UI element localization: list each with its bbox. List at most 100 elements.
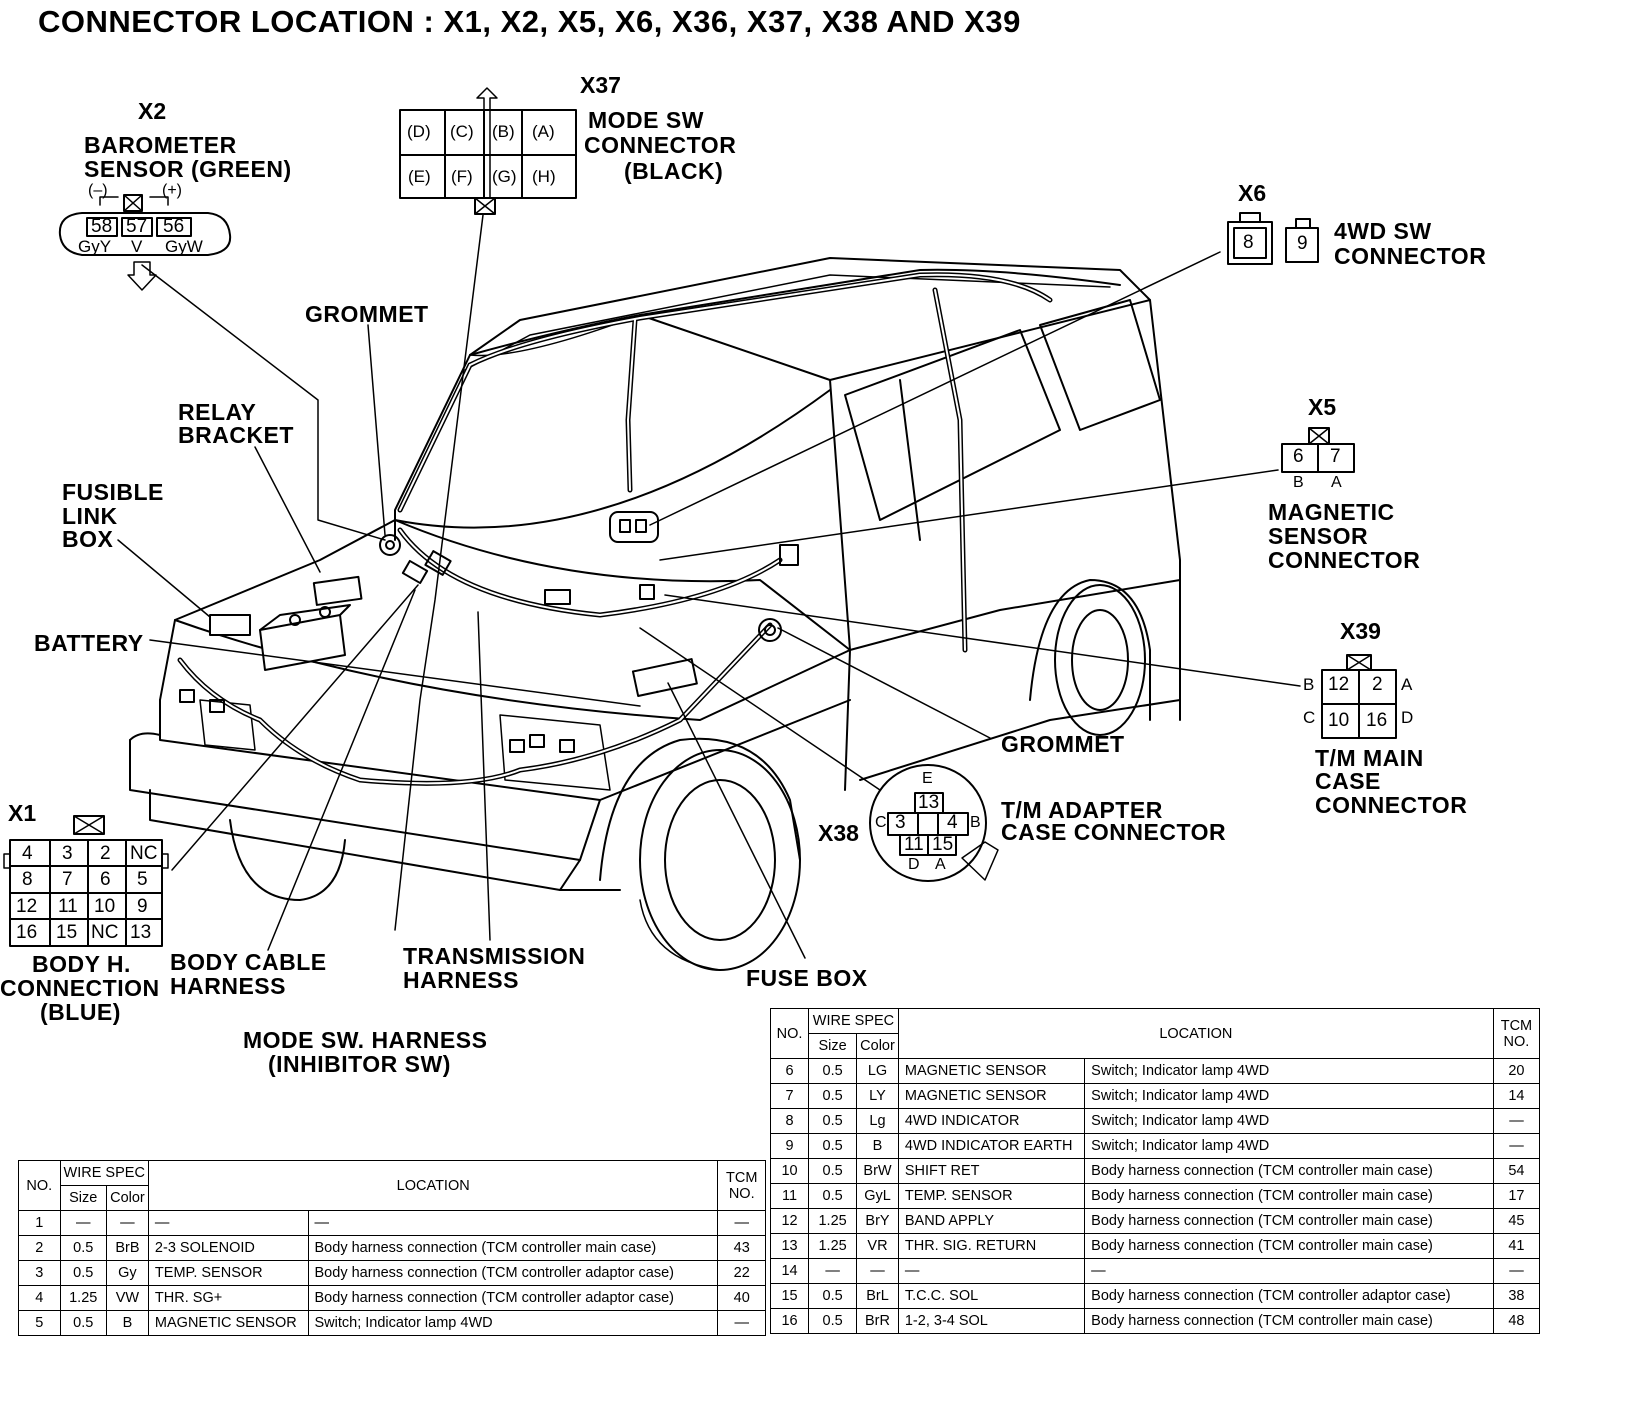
x2-pin-57: 57 [126,216,148,237]
cell-color: GyL [856,1183,899,1209]
cell-size: 0.5 [808,1133,858,1159]
cell-size: 0.5 [808,1283,858,1309]
x37-label-line3: (BLACK) [624,158,724,184]
x38-pin-11: 11 [904,834,924,855]
cell-tcm: — [1492,1108,1541,1134]
cell-location: — [1084,1258,1494,1284]
cell-no: 7 [769,1083,810,1109]
x1-pin-nc-a: NC [130,843,158,864]
x5-letter-a: A [1331,474,1342,491]
cell-no: 6 [769,1058,810,1084]
x37-pin-b: (B) [492,122,515,141]
x38-letter-e: E [922,770,933,787]
cell-size: 0.5 [808,1308,858,1334]
x39-pin-16: 16 [1366,710,1388,731]
callout-transmission-line1: TRANSMISSION [403,943,586,969]
cell-tcm: — [1492,1258,1541,1284]
cell-no: 8 [769,1108,810,1134]
x1-pin-12: 12 [16,896,38,917]
x37-pin-d: (D) [407,122,431,141]
x39-pin-12: 12 [1328,674,1350,695]
col-color: Color [105,1185,149,1211]
callout-grommet-top: GROMMET [305,301,429,327]
x1-pin-13: 13 [130,922,152,943]
cell-no: 10 [769,1158,810,1184]
x2-id: X2 [138,98,167,124]
x39-label-line3: CONNECTOR [1315,792,1468,818]
x5-pin-6: 6 [1293,446,1304,467]
x1-label-line3: (BLUE) [40,999,121,1025]
x6-label-line1: 4WD SW [1334,218,1432,244]
x39-letter-b: B [1303,675,1315,694]
cell-name: TEMP. SENSOR [897,1183,1086,1209]
x2-color-gyy: GyY [78,237,112,256]
x37-label-line2: CONNECTOR [584,132,737,158]
col-location: LOCATION [897,1008,1494,1059]
cell-color: BrR [856,1308,899,1334]
cell-name: MAGNETIC SENSOR [897,1058,1086,1084]
cell-location: Body harness connection (TCM controller … [1084,1208,1494,1234]
x39-letter-d: D [1401,708,1414,727]
cell-size: — [808,1258,858,1284]
callout-body-cable-line2: HARNESS [170,973,286,999]
callout-fusible-line2: LINK [62,503,118,529]
page-title: CONNECTOR LOCATION : X1, X2, X5, X6, X36… [38,4,1021,39]
x38-label-line1: T/M ADAPTER [1001,797,1163,823]
cell-name: 1-2, 3-4 SOL [897,1308,1086,1334]
cell-tcm: 17 [1492,1183,1541,1209]
x38-letter-a: A [935,856,946,873]
x2-color-v: V [131,237,143,256]
x38-letter-c: C [875,814,887,831]
cell-name: BAND APPLY [897,1208,1086,1234]
cell-name: THR. SIG. RETURN [897,1233,1086,1259]
col-no: NO. [769,1008,810,1059]
cell-color: — [856,1258,899,1284]
cell-name: TEMP. SENSOR [147,1260,309,1286]
cell-location: Body harness connection (TCM controller … [307,1260,719,1286]
x38-letter-d: D [908,856,920,873]
cell-no: 16 [769,1308,810,1334]
x1-pin-15: 15 [56,922,78,943]
cell-color: B [856,1133,899,1159]
cell-size: 0.5 [59,1235,107,1261]
x39-letter-a: A [1401,675,1413,694]
x6-id: X6 [1238,180,1267,206]
x39-pin-2: 2 [1372,674,1383,695]
cell-size: 0.5 [808,1158,858,1184]
cell-size: 1.25 [59,1285,107,1311]
callout-mode-harness-line1: MODE SW. HARNESS [243,1027,488,1053]
cell-color: Lg [856,1108,899,1134]
callout-fusible-line1: FUSIBLE [62,479,164,505]
cell-name: 4WD INDICATOR [897,1108,1086,1134]
col-no: NO. [18,1160,61,1211]
callout-fusible-line3: BOX [62,526,114,552]
x1-label-line1: BODY H. [32,951,131,977]
callout-relay-line1: RELAY [178,399,257,425]
cell-location: Switch; Indicator lamp 4WD [1084,1108,1494,1134]
cell-name: THR. SG+ [147,1285,309,1311]
x39-label-line2: CASE [1315,768,1381,794]
callout-mode-harness-line2: (INHIBITOR SW) [268,1051,451,1077]
cell-tcm: — [717,1310,766,1336]
cell-color: — [105,1210,149,1236]
cell-location: Body harness connection (TCM controller … [307,1285,719,1311]
x37-pin-c: (C) [450,122,474,141]
x5-label-line3: CONNECTOR [1268,547,1421,573]
x37-pin-g: (G) [492,167,517,186]
x2-label-line2: SENSOR (GREEN) [84,156,292,182]
cell-tcm: 41 [1492,1233,1541,1259]
x38-pin-15: 15 [932,834,954,855]
cell-color: VR [856,1233,899,1259]
x37-label-line1: MODE SW [588,107,704,133]
cell-name: T.C.C. SOL [897,1283,1086,1309]
